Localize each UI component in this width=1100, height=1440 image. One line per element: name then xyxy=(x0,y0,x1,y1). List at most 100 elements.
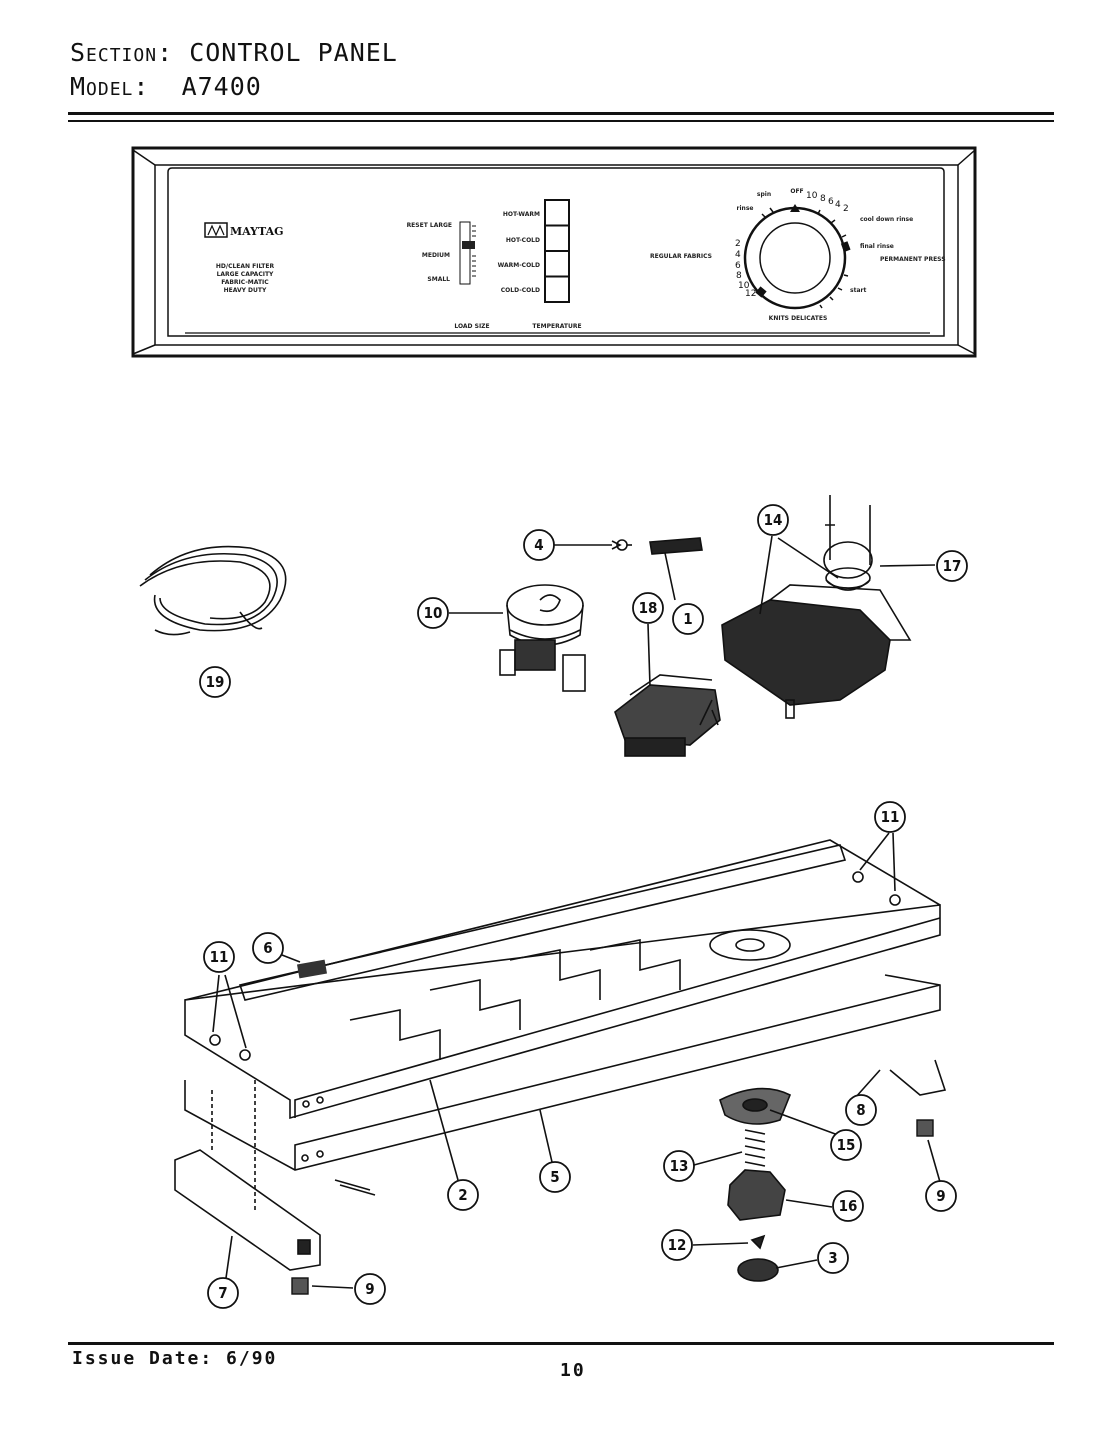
callout-15: 15 xyxy=(837,1136,856,1154)
dial-left-6: 6 xyxy=(735,261,741,271)
callout-circle-10 xyxy=(417,597,449,629)
callout-circle-2 xyxy=(447,1179,479,1211)
temp-warm-cold: WARM-COLD xyxy=(498,262,540,269)
callout-9a: 9 xyxy=(936,1187,945,1205)
callout-labels: 1 2 3 4 5 6 7 8 9 9 10 11 11 12 13 14 15… xyxy=(206,511,962,1302)
bracket-part xyxy=(174,1080,321,1271)
temp-hot-warm: HOT-WARM xyxy=(503,211,540,218)
callout-17: 17 xyxy=(943,557,962,575)
model-number: A7400 xyxy=(181,72,262,101)
footer-rule xyxy=(68,1342,1054,1345)
callout-circle-16 xyxy=(832,1190,864,1222)
dial-start: start xyxy=(850,287,866,294)
load-size-slider[interactable] xyxy=(459,221,476,285)
lamp-part xyxy=(616,537,703,555)
callout-circle-13 xyxy=(663,1150,695,1182)
callout-circle-3 xyxy=(817,1242,849,1274)
callout-circle-6 xyxy=(252,932,284,964)
callout-2: 2 xyxy=(458,1186,467,1204)
model-heading: Model: A7400 xyxy=(70,72,262,101)
callout-9b: 9 xyxy=(365,1280,374,1298)
timer-part xyxy=(721,495,912,719)
clip-part xyxy=(291,1119,934,1295)
header-rule xyxy=(68,112,1054,115)
feature-line-3: FABRIC-MATIC xyxy=(221,279,269,286)
knob-assembly-part xyxy=(719,1087,792,1282)
callout-11b: 11 xyxy=(210,948,229,966)
load-size-medium: MEDIUM xyxy=(422,252,450,259)
dial-left-2: 2 xyxy=(735,239,741,249)
dial-left-12: 12 xyxy=(745,289,756,299)
maytag-logo: MAYTAG xyxy=(204,222,284,238)
callout-circle-9a xyxy=(925,1180,957,1212)
dial-off: OFF xyxy=(790,188,803,195)
dial-final-rinse: final rinse xyxy=(860,243,894,250)
header-rule-thin xyxy=(68,120,1054,122)
load-size-small: SMALL xyxy=(427,276,450,283)
feature-line-1: HD/CLEAN FILTER xyxy=(216,263,275,270)
feature-line-2: LARGE CAPACITY xyxy=(217,271,274,278)
dial-number-6: 6 xyxy=(828,197,834,207)
dial-permanent-press: PERMANENT PRESS xyxy=(880,256,946,263)
callout-circle-8 xyxy=(845,1094,877,1126)
wire-harness-part xyxy=(139,545,287,636)
dial-number-4: 4 xyxy=(835,200,841,210)
dial-knits-delicates: KNITS DELICATES xyxy=(769,315,828,322)
callout-circle-9b xyxy=(354,1273,386,1305)
temperature-label: TEMPERATURE xyxy=(532,323,581,330)
callout-7: 7 xyxy=(218,1284,227,1302)
knob-insert-part xyxy=(296,959,328,979)
callout-16: 16 xyxy=(839,1197,858,1215)
dial-number-8: 8 xyxy=(820,194,826,204)
callout-circle-12 xyxy=(661,1229,693,1261)
timer-dial[interactable] xyxy=(743,204,851,310)
callout-19: 19 xyxy=(206,673,225,691)
control-frame-part xyxy=(184,839,941,1120)
callout-4: 4 xyxy=(534,536,543,554)
callout-circle-1 xyxy=(672,603,704,635)
load-size-reset-large: RESET LARGE xyxy=(407,222,452,229)
dial-left-8: 8 xyxy=(736,271,742,281)
temp-hot-cold: HOT-COLD xyxy=(506,237,540,244)
callout-14: 14 xyxy=(764,511,783,529)
panel-brand-text: MAYTAG xyxy=(230,225,284,238)
issue-date: Issue Date: 6/90 xyxy=(72,1348,278,1369)
load-size-label: LOAD SIZE xyxy=(454,323,489,330)
section-heading: Section: CONTROL PANEL xyxy=(70,38,398,67)
callout-circle-19 xyxy=(199,666,231,698)
callout-13: 13 xyxy=(670,1157,689,1175)
callout-5: 5 xyxy=(550,1168,559,1186)
temp-cold-cold: COLD-COLD xyxy=(501,287,540,294)
callout-6: 6 xyxy=(263,939,272,957)
callout-10: 10 xyxy=(424,604,443,622)
callout-circle-11a xyxy=(874,801,906,833)
callout-circle-7 xyxy=(207,1277,239,1309)
temperature-buttons[interactable] xyxy=(544,199,570,303)
dial-rinse: rinse xyxy=(737,205,754,212)
page-number: 10 xyxy=(560,1360,586,1381)
dial-left-4: 4 xyxy=(735,250,741,260)
callout-18: 18 xyxy=(639,599,658,617)
callout-circle-11b xyxy=(203,941,235,973)
dial-regular-fabrics: REGULAR FABRICS xyxy=(650,253,712,260)
callout-circle-5 xyxy=(539,1161,571,1193)
dial-number-2: 2 xyxy=(843,204,849,214)
control-panel-illustration xyxy=(131,146,977,358)
dial-spin: spin xyxy=(757,191,771,198)
section-title: CONTROL PANEL xyxy=(189,38,398,67)
leader-lines xyxy=(212,535,941,1289)
rail-part xyxy=(184,974,947,1196)
dial-left-10: 10 xyxy=(738,281,750,291)
dial-cool-down-rinse: cool down rinse xyxy=(860,216,913,223)
callout-markers xyxy=(199,504,968,1309)
callout-circle-15 xyxy=(830,1129,862,1161)
callout-8: 8 xyxy=(856,1101,865,1119)
feature-line-4: HEAVY DUTY xyxy=(224,287,267,294)
callout-12: 12 xyxy=(668,1236,687,1254)
callout-1: 1 xyxy=(683,610,692,628)
temperature-switch-part xyxy=(614,674,721,757)
model-label: Model: xyxy=(70,72,150,101)
dial-number-10: 10 xyxy=(806,191,818,201)
callout-11a: 11 xyxy=(881,808,900,826)
